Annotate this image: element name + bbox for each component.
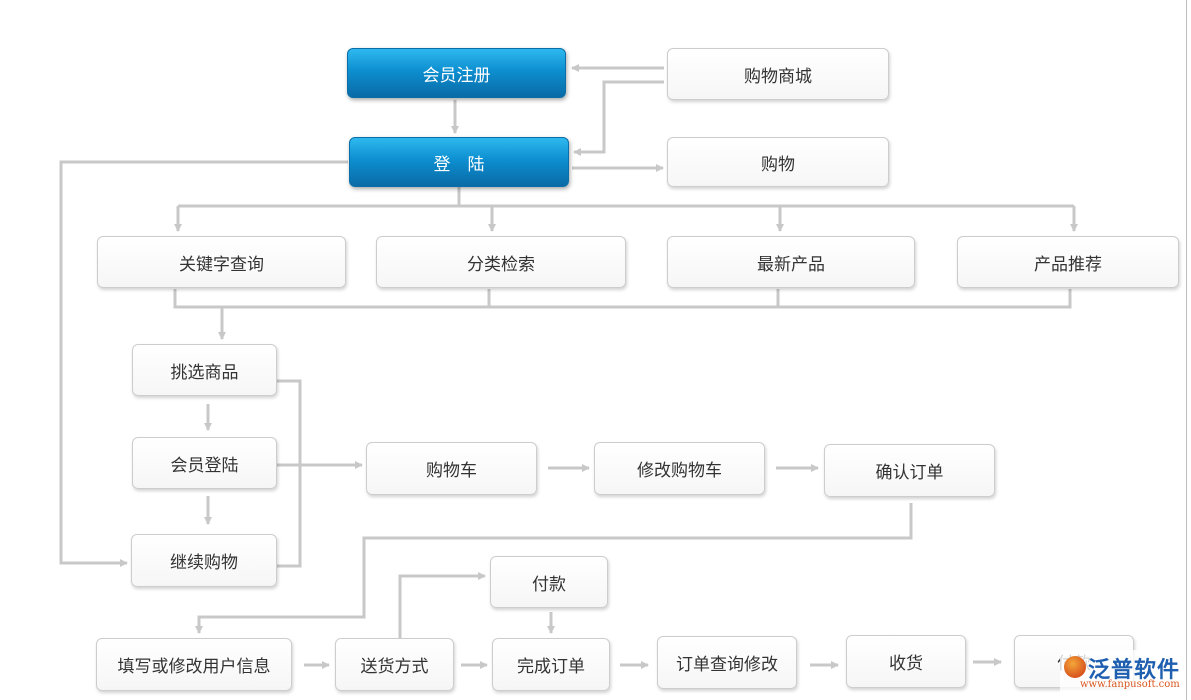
node-continue-shopping: 继续购物 <box>131 534 277 587</box>
node-shopping: 购物 <box>667 137 889 187</box>
node-modify-cart: 修改购物车 <box>594 442 765 495</box>
node-complete-order: 完成订单 <box>492 638 610 691</box>
watermark-logo: 泛普软件 www.fanpusoft.com <box>1060 650 1186 694</box>
node-member-login: 会员登陆 <box>132 437 277 489</box>
connector-delivery-pay <box>398 572 486 639</box>
node-login: 登 陆 <box>349 137 569 187</box>
node-new-products: 最新产品 <box>667 236 915 288</box>
node-receive-goods: 收货 <box>846 635 966 688</box>
node-register: 会员注册 <box>347 48 566 98</box>
side-loop <box>277 379 302 568</box>
node-pay-upper: 付款 <box>490 556 608 608</box>
logo-url: www.fanpusoft.com <box>1080 679 1180 690</box>
node-pick-goods: 挑选商品 <box>132 344 277 396</box>
logo-icon <box>1064 656 1086 678</box>
node-fill-user-info: 填写或修改用户信息 <box>96 638 292 691</box>
connector-confirm-fill <box>195 503 913 634</box>
node-recommended: 产品推荐 <box>957 236 1179 288</box>
node-cart: 购物车 <box>366 442 537 495</box>
page-edge <box>1186 0 1187 700</box>
node-keyword-search: 关键字查询 <box>97 236 346 288</box>
node-order-query-modify: 订单查询修改 <box>657 636 797 689</box>
node-mall: 购物商城 <box>667 48 889 100</box>
node-confirm-order: 确认订单 <box>824 444 995 497</box>
connector-mall-login <box>573 80 664 156</box>
logo-text: 泛普软件 <box>1088 658 1181 683</box>
node-category-search: 分类检索 <box>376 236 626 288</box>
connector-login-continue <box>59 160 348 567</box>
merge-bar <box>173 289 1072 309</box>
node-delivery-method: 送货方式 <box>335 638 454 691</box>
